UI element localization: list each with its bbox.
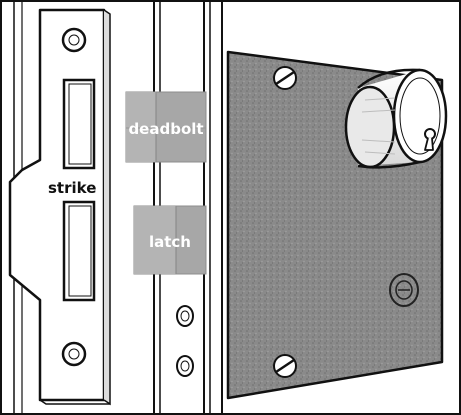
mounting-hole-icon [177, 356, 193, 376]
mounting-hole-icon [63, 343, 85, 365]
screw-icon [274, 67, 296, 89]
strike-label: strike [48, 179, 96, 197]
mounting-hole-icon [177, 306, 193, 326]
deadbolt-label: deadbolt [128, 120, 203, 138]
latch-label: latch [149, 233, 191, 251]
key-cylinder [346, 70, 446, 168]
mounting-hole-icon [63, 29, 85, 51]
screw-icon [274, 355, 296, 377]
